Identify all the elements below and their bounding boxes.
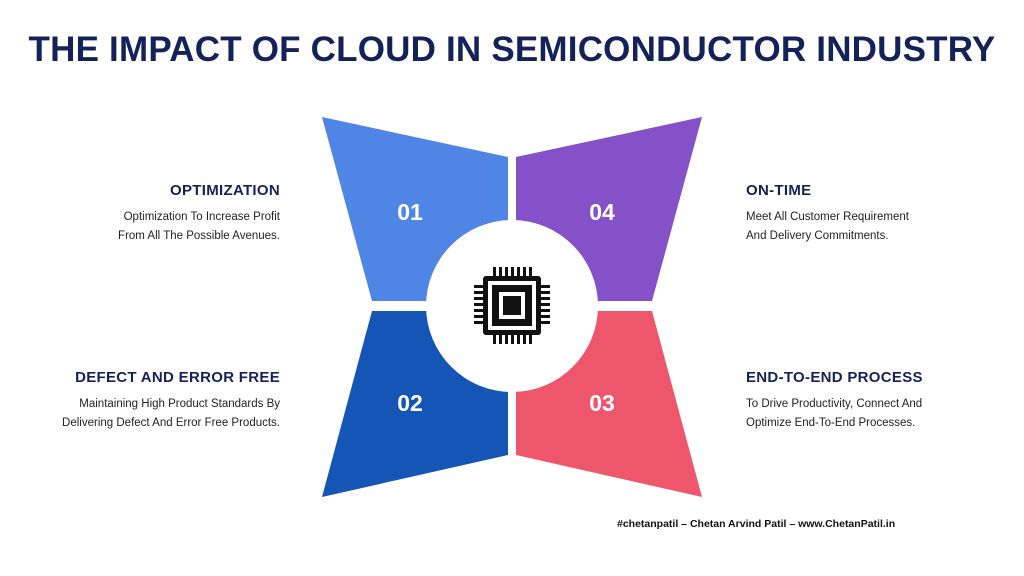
on-time-heading: ON-TIME — [746, 182, 812, 199]
end-to-end-line-1: To Drive Productivity, Connect And — [746, 398, 923, 410]
on-time-description: Meet All Customer Requirement And Delive… — [746, 208, 1006, 246]
optimization-heading: OPTIMIZATION — [170, 182, 280, 199]
defect-error-free-line-1: Maintaining High Product Standards By — [79, 398, 280, 410]
on-time-line-2: And Delivery Commitments. — [746, 230, 889, 242]
chip-icon — [474, 267, 550, 344]
quadrant-04-number: 04 — [589, 199, 615, 225]
quadrant-02-number: 02 — [397, 390, 423, 416]
on-time-line-1: Meet All Customer Requirement — [746, 211, 909, 223]
end-to-end-block: END-TO-END PROCESS To Drive Productivity… — [746, 369, 1006, 433]
optimization-block: OPTIMIZATION Optimization To Increase Pr… — [20, 182, 280, 246]
optimization-line-2: From All The Possible Avenues. — [118, 230, 280, 242]
optimization-line-1: Optimization To Increase Profit — [123, 211, 280, 223]
defect-error-free-heading: DEFECT AND ERROR FREE — [75, 369, 280, 386]
quadrant-03-number: 03 — [589, 390, 615, 416]
quadrant-01-number: 01 — [397, 199, 423, 225]
end-to-end-line-2: Optimize End-To-End Processes. — [746, 417, 916, 429]
defect-error-free-block: DEFECT AND ERROR FREE Maintaining High P… — [20, 369, 280, 433]
footer-credit: #chetanpatil – Chetan Arvind Patil – www… — [617, 518, 896, 530]
end-to-end-description: To Drive Productivity, Connect And Optim… — [746, 395, 1006, 433]
on-time-block: ON-TIME Meet All Customer Requirement An… — [746, 182, 1006, 246]
page-title: THE IMPACT OF CLOUD IN SEMICONDUCTOR IND… — [28, 30, 996, 69]
end-to-end-heading: END-TO-END PROCESS — [746, 369, 923, 386]
defect-error-free-line-2: Delivering Defect And Error Free Product… — [62, 417, 280, 429]
defect-error-free-description: Maintaining High Product Standards By De… — [20, 395, 280, 433]
optimization-description: Optimization To Increase Profit From All… — [20, 208, 280, 246]
